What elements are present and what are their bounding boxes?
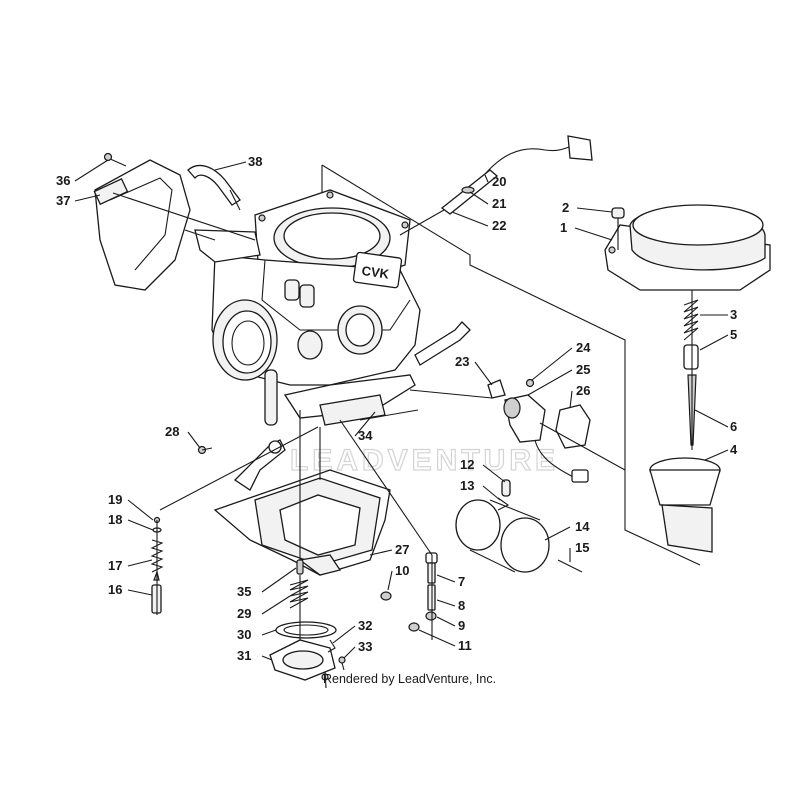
credit-text: Rendered by LeadVenture, Inc. <box>323 672 496 686</box>
label-17: 17 <box>108 558 122 573</box>
part-labels: 1 2 3 4 5 6 7 8 9 10 11 12 13 14 15 16 1… <box>56 154 738 663</box>
label-9: 9 <box>458 618 465 633</box>
clip-32 <box>327 639 336 653</box>
explosion-lines <box>112 189 693 689</box>
label-19: 19 <box>108 492 122 507</box>
label-38: 38 <box>248 154 262 169</box>
screw-33 <box>338 656 346 671</box>
label-2: 2 <box>562 200 569 215</box>
label-24: 24 <box>576 340 591 355</box>
washer-21 <box>461 186 475 194</box>
float-14 <box>455 499 550 573</box>
choke-plunger-25 <box>503 394 589 483</box>
label-35: 35 <box>237 584 251 599</box>
label-20: 20 <box>492 174 506 189</box>
label-15: 15 <box>575 540 589 555</box>
carburetor-body: CVK <box>194 189 471 426</box>
label-34: 34 <box>358 428 373 443</box>
cvk-engraving: CVK <box>361 263 391 282</box>
label-8: 8 <box>458 598 465 613</box>
jet-11 <box>408 622 420 632</box>
label-12: 12 <box>460 457 474 472</box>
float-bowl-27 <box>213 469 391 576</box>
cover-31 <box>269 639 336 681</box>
throttle-lever <box>233 439 286 491</box>
label-16: 16 <box>108 582 122 597</box>
label-14: 14 <box>575 519 590 534</box>
sensor-wire-20 <box>440 135 593 215</box>
label-28: 28 <box>165 424 179 439</box>
label-26: 26 <box>576 383 590 398</box>
o-ring-30 <box>275 621 337 639</box>
spring-29 <box>289 579 309 609</box>
label-18: 18 <box>108 512 122 527</box>
retainer-5 <box>683 344 699 370</box>
leader-lines <box>74 159 729 661</box>
label-25: 25 <box>576 362 590 377</box>
label-5: 5 <box>730 327 737 342</box>
label-7: 7 <box>458 574 465 589</box>
choke-cover <box>93 159 191 291</box>
jet-9 <box>425 611 437 621</box>
label-1: 1 <box>560 220 567 235</box>
label-11: 11 <box>458 638 472 653</box>
label-6: 6 <box>730 419 737 434</box>
label-23: 23 <box>455 354 469 369</box>
screw-24 <box>525 378 535 388</box>
label-33: 33 <box>358 639 372 654</box>
label-30: 30 <box>237 627 251 642</box>
hose-38 <box>187 164 241 206</box>
label-27: 27 <box>395 542 409 557</box>
label-29: 29 <box>237 606 251 621</box>
pilot-jet-10 <box>380 591 392 601</box>
label-4: 4 <box>730 442 738 457</box>
screw-28 <box>197 445 213 455</box>
pin-15 <box>557 559 583 573</box>
label-21: 21 <box>492 196 506 211</box>
top-cover <box>604 204 771 291</box>
screw-35 <box>296 559 304 575</box>
spring-3 <box>683 299 699 341</box>
label-22: 22 <box>492 218 506 233</box>
screw-36 <box>103 152 127 167</box>
label-13: 13 <box>460 478 474 493</box>
screw-12 <box>501 479 511 497</box>
label-37: 37 <box>56 193 70 208</box>
label-31: 31 <box>237 648 251 663</box>
cap-26 <box>555 404 591 449</box>
slide-piston-4 <box>649 457 721 553</box>
label-36: 36 <box>56 173 70 188</box>
label-32: 32 <box>358 618 372 633</box>
clip-13 <box>497 497 510 511</box>
label-3: 3 <box>730 307 737 322</box>
label-10: 10 <box>395 563 409 578</box>
